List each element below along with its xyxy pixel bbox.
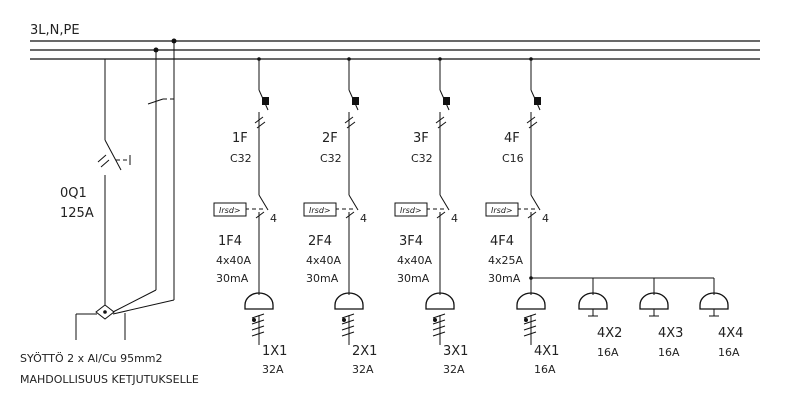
c1-rcd-label: Irsd>: [219, 206, 241, 215]
main-switch-rating: 125A: [60, 206, 94, 221]
c2-sensitivity: 30mA: [306, 272, 339, 285]
outlet-4x4-rating: 16A: [718, 346, 740, 359]
feed-note-line2: MAHDOLLISUUS KETJUTUKSELLE: [20, 373, 199, 386]
c1-outlet: 1X1: [262, 344, 287, 359]
c4-rcd-pole: 4: [542, 212, 549, 225]
circuit-1: [213, 57, 274, 345]
c1-outlet-rating: 32A: [262, 363, 284, 376]
main-switch-id: 0Q1: [60, 186, 87, 201]
c1-rcd-rating: 4x40A: [216, 254, 252, 267]
c3-rcd-label: Irsd>: [400, 206, 422, 215]
c4-outlet: 4X1: [534, 344, 559, 359]
outlet-4x3-id: 4X3: [658, 326, 683, 341]
c4-rcd-label: Irsd>: [491, 206, 513, 215]
c2-outlet: 2X1: [352, 344, 377, 359]
c4-breaker: 4F: [504, 131, 520, 146]
c2-rcd: 2F4: [308, 234, 332, 249]
bus-label: 3L,N,PE: [30, 23, 80, 38]
outlet-4x2-id: 4X2: [597, 326, 622, 341]
c3-curve: C32: [411, 152, 433, 165]
c2-outlet-rating: 32A: [352, 363, 374, 376]
main-feed: [75, 38, 177, 340]
c1-curve: C32: [230, 152, 252, 165]
c2-breaker: 2F: [322, 131, 338, 146]
outlet-4x3-rating: 16A: [658, 346, 680, 359]
c3-breaker: 3F: [413, 131, 429, 146]
circuit-4-branch: [529, 276, 729, 317]
c3-sensitivity: 30mA: [397, 272, 430, 285]
outlet-4x4-id: 4X4: [718, 326, 743, 341]
c3-rcd-rating: 4x40A: [397, 254, 433, 267]
c1-rcd: 1F4: [218, 234, 242, 249]
c2-rcd-label: Irsd>: [309, 206, 331, 215]
c2-rcd-pole: 4: [360, 212, 367, 225]
c3-outlet-rating: 32A: [443, 363, 465, 376]
c4-rcd-rating: 4x25A: [488, 254, 524, 267]
c1-breaker: 1F: [232, 131, 248, 146]
c4-rcd: 4F4: [490, 234, 514, 249]
c3-outlet: 3X1: [443, 344, 468, 359]
c3-rcd: 3F4: [399, 234, 423, 249]
circuit-2: [303, 57, 364, 345]
c4-sensitivity: 30mA: [488, 272, 521, 285]
circuit-4: [485, 57, 546, 345]
c4-outlet-rating: 16A: [534, 363, 556, 376]
c2-curve: C32: [320, 152, 342, 165]
c1-sensitivity: 30mA: [216, 272, 249, 285]
c3-rcd-pole: 4: [451, 212, 458, 225]
outlet-4x2-rating: 16A: [597, 346, 619, 359]
c2-rcd-rating: 4x40A: [306, 254, 342, 267]
c1-rcd-pole: 4: [270, 212, 277, 225]
c4-curve: C16: [502, 152, 524, 165]
circuit-3: [394, 57, 455, 345]
feed-note-line1: SYÖTTÖ 2 x Al/Cu 95mm2: [20, 352, 163, 365]
